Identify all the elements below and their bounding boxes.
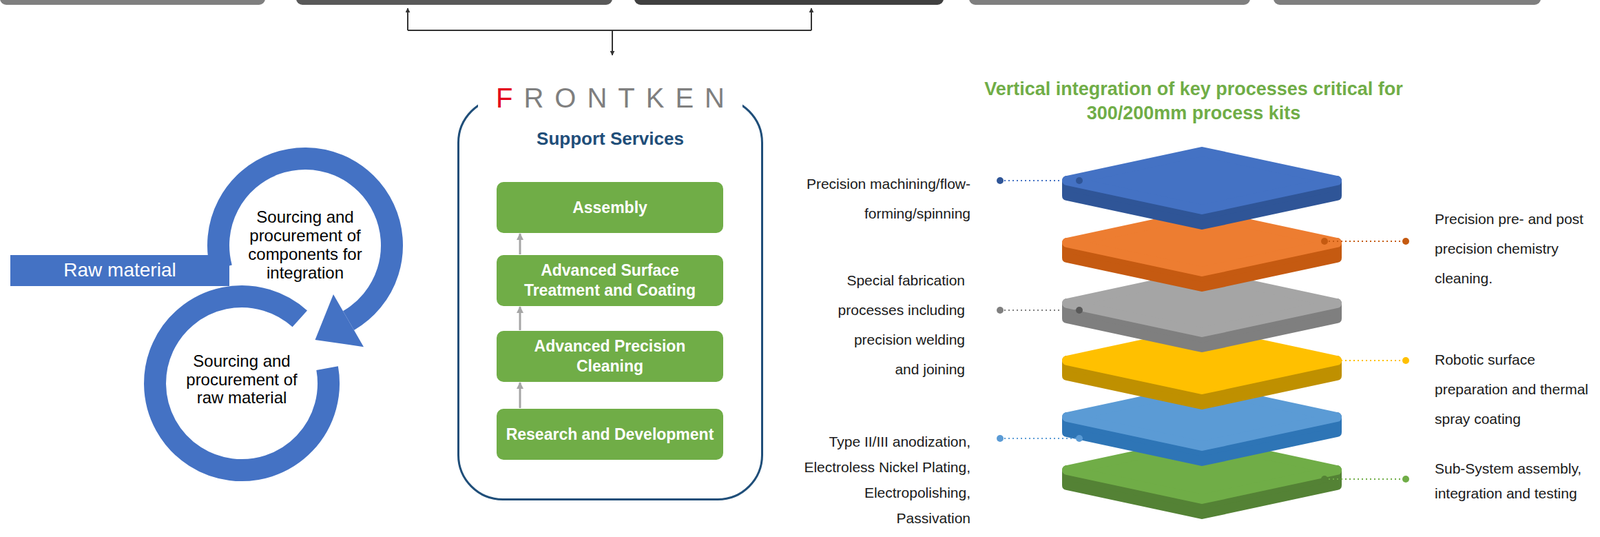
leader-line xyxy=(1324,240,1406,242)
flow-arrow xyxy=(519,233,522,255)
box-text: Raw material xyxy=(63,259,176,282)
process-box: Advanced Precision Cleaning xyxy=(496,330,724,382)
top-box xyxy=(296,0,613,5)
leader-line xyxy=(1000,309,1080,311)
input-bar: Raw material xyxy=(10,254,230,286)
cycle-step: Sourcing and procurement of raw material xyxy=(176,351,308,408)
leader-dot xyxy=(996,177,1004,184)
leader-dot xyxy=(1402,356,1410,364)
cycle-step: Sourcing and procurement of components f… xyxy=(239,208,371,283)
group-heading: Support Services xyxy=(459,128,762,150)
box-text: Research and Development xyxy=(506,424,715,445)
callout-label: Sub-System assembly, integration and tes… xyxy=(1434,455,1598,506)
leader-line xyxy=(1324,478,1406,480)
top-box xyxy=(1273,0,1541,5)
leader-dot xyxy=(1321,356,1328,364)
callout-label: Robotic surface preparation and thermal … xyxy=(1434,344,1598,434)
top-box xyxy=(0,0,266,5)
box-text: Sourcing and procurement of raw material xyxy=(176,351,308,408)
leader-dot xyxy=(1075,177,1083,184)
connector-line xyxy=(810,8,813,31)
connector-line xyxy=(407,29,812,31)
section-title: Vertical integration of key processes cr… xyxy=(973,77,1415,126)
layer-slab xyxy=(1066,151,1337,210)
group-frame: FRONTKENSupport ServicesAssemblyAdvanced… xyxy=(457,97,764,501)
logo-text: FRONTKEN xyxy=(478,80,743,116)
connector-line xyxy=(611,30,614,56)
callout-label: Type II/III anodization, Electroless Nic… xyxy=(790,428,971,531)
top-box xyxy=(634,0,944,5)
flow-arrow xyxy=(519,382,522,408)
callout-label: Precision machining/flow-forming/spinnin… xyxy=(784,168,971,228)
leader-dot xyxy=(1321,237,1328,245)
box-text: Advanced Precision Cleaning xyxy=(504,336,715,377)
cycle-arrow-head xyxy=(315,294,365,347)
cycle-arrow xyxy=(154,296,329,470)
process-box: Advanced Surface Treatment and Coating xyxy=(496,254,724,306)
process-box: Assembly xyxy=(496,181,724,233)
leader-dot xyxy=(996,306,1004,314)
top-box xyxy=(969,0,1251,5)
leader-dot xyxy=(1402,237,1410,245)
leader-dot xyxy=(996,434,1004,442)
leader-dot xyxy=(1075,434,1083,442)
leader-line xyxy=(1000,179,1080,182)
callout-label: Precision pre- and post precision chemis… xyxy=(1434,203,1598,293)
flow-arrow xyxy=(519,306,522,330)
leader-line xyxy=(1000,437,1080,439)
leader-dot xyxy=(1075,306,1083,314)
box-text: Advanced Surface Treatment and Coating xyxy=(504,260,715,301)
process-box: Research and Development xyxy=(496,408,724,460)
leader-line xyxy=(1324,359,1406,361)
callout-label: Special fabrication processes including … xyxy=(827,265,965,384)
box-text: Sourcing and procurement of components f… xyxy=(239,208,371,283)
leader-dot xyxy=(1321,475,1328,483)
leader-dot xyxy=(1402,475,1410,483)
connector-line xyxy=(407,8,409,31)
box-text: Assembly xyxy=(572,197,648,218)
